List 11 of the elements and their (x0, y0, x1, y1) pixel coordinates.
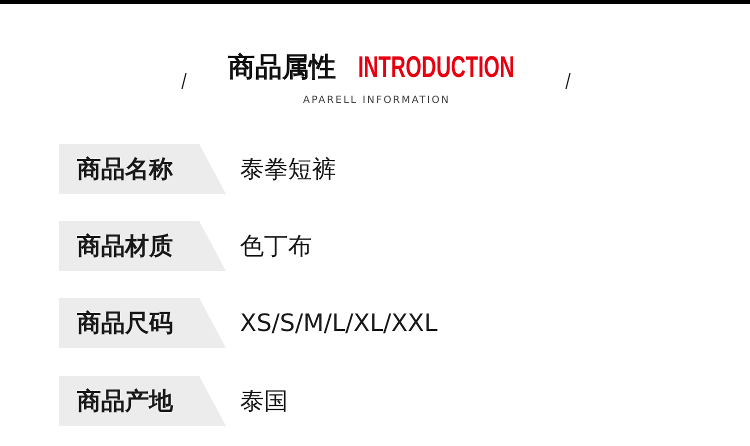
tag-text: 商品产地 (77, 386, 173, 417)
value-text: XS/S/M/L/XL/XXL (240, 308, 438, 339)
value-text: 泰拳短裤 (240, 154, 336, 185)
tag-text: 商品尺码 (77, 308, 173, 339)
title: 商品属性 (228, 51, 336, 85)
tag-text: 商品材质 (77, 231, 173, 262)
tag-text: 商品名称 (77, 154, 173, 185)
subtitle: APARELL INFORMATION (303, 95, 450, 106)
value-text: 色丁布 (240, 231, 312, 262)
value-text: 泰国 (240, 386, 288, 417)
heading-english: INTRODUCTION (358, 50, 514, 86)
